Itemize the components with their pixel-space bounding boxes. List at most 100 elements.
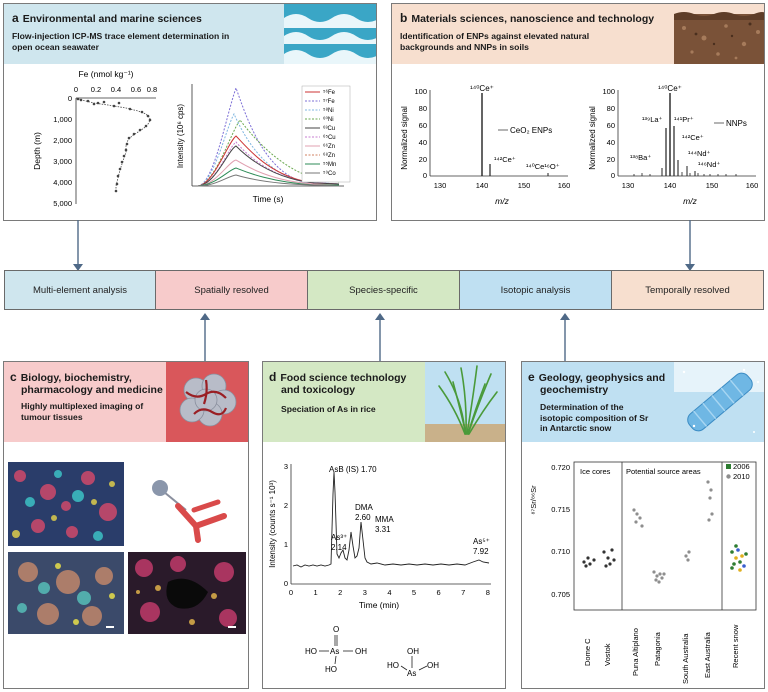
chrom-xtick: 3 <box>363 588 367 597</box>
label-ba138: ¹³⁸Ba⁺ <box>630 153 651 162</box>
category-east-australia: East Australia <box>703 631 712 678</box>
sr-ytick: 0.715 <box>551 505 570 514</box>
left-xtick: 140 <box>476 181 489 190</box>
profile-ytick: 3,000 <box>53 157 72 166</box>
multiplexed-image-2 <box>8 552 124 634</box>
legend-60ni: ⁶⁰Ni <box>323 116 334 123</box>
peak-label-mma-time: 3.31 <box>375 525 391 534</box>
cluster-vostok <box>602 548 616 568</box>
bar-species-specific: Species-specific <box>307 270 460 310</box>
cluster-patagonia <box>652 570 666 584</box>
legend-59co: ⁵⁹Co <box>323 170 336 177</box>
legend-57fe: ⁵⁷Fe <box>323 98 335 105</box>
left-ytick: 20 <box>419 155 427 164</box>
category-vostok: Vostok <box>603 643 612 666</box>
trace-56fe <box>197 135 340 187</box>
connector-arrows-bottom <box>200 313 570 362</box>
category-recent-snow: Recent snow <box>731 624 740 668</box>
left-ytick: 80 <box>419 104 427 113</box>
ceo2-enp-spectrum: Normalized signal 0 20 40 60 80 100 130 … <box>400 84 571 206</box>
trace-63cu <box>197 145 340 187</box>
mol1-ho-bottom: HO <box>325 665 337 674</box>
mol2-as: As <box>407 669 416 678</box>
mol1-oh: OH <box>355 647 367 656</box>
profile-xtick: 0.6 <box>131 85 141 94</box>
bar-temporally-resolved: Temporally resolved <box>611 270 764 310</box>
right-xtick: 160 <box>746 181 759 190</box>
section-ice-cores: Ice cores <box>580 467 611 476</box>
label-ce140: ¹⁴⁰Ce⁺ <box>658 84 682 93</box>
chrom-xtick: 8 <box>486 588 490 597</box>
right-ytick: 0 <box>611 171 615 180</box>
profile-xtick: 0.4 <box>111 85 121 94</box>
soil-icon <box>674 4 764 64</box>
category-south-australia: South Australia <box>681 633 690 684</box>
trace-55mn <box>197 167 339 187</box>
peak-label-dma-name: DMA <box>355 503 373 512</box>
ocean-wave-icon <box>284 4 376 64</box>
left-xtick: 160 <box>558 181 571 190</box>
left-xtick: 150 <box>518 181 531 190</box>
legend-68zn: ⁶⁸Zn <box>323 152 335 159</box>
peak-label-as5-name: As⁵⁺ <box>473 537 490 546</box>
label-nd144: ¹⁴⁴Nd⁺ <box>688 149 711 158</box>
chrom-xtick: 4 <box>387 588 391 597</box>
multiplexed-image-1 <box>8 462 124 546</box>
right-ytick: 60 <box>607 121 615 130</box>
legend-66zn: ⁶⁶Zn <box>323 143 335 150</box>
fe-profile-line <box>77 98 151 192</box>
chromatogram-trace <box>292 471 490 568</box>
as-speciation-chromatogram: Intensity (counts s⁻¹ 10³) 0 1 2 3 0 1 2… <box>268 462 491 610</box>
label-ce142: ¹⁴²Ce⁺ <box>494 155 516 164</box>
cluster-south-australia <box>684 550 691 562</box>
category-patagonia: Patagonia <box>653 631 662 666</box>
legend-65cu: ⁶⁵Cu <box>323 134 336 141</box>
panel-d-subtitle: Speciation of As in rice <box>281 404 376 414</box>
multiplexed-image-3 <box>128 552 246 634</box>
cluster-puna-altiplano <box>632 508 644 528</box>
panel-c-subtitle: Highly multiplexed imaging of tumour tis… <box>21 401 144 422</box>
label-ceo: ¹⁴⁰Ce¹⁶O⁺ <box>526 162 560 171</box>
chrom-ylabel: Intensity (counts s⁻¹ 10³) <box>268 480 277 568</box>
cluster-dome-c <box>582 556 596 568</box>
label-pr141: ¹⁴¹Pr⁺ <box>674 115 694 124</box>
profile-xtick: 0 <box>74 85 78 94</box>
cluster-east-australia <box>706 480 714 522</box>
chrom-xlabel: Time (min) <box>359 600 399 610</box>
mol2-oh-right: OH <box>427 661 439 670</box>
trace-legend <box>301 85 351 183</box>
sr-ytick: 0.705 <box>551 590 570 599</box>
label-nd146: ¹⁴⁶Nd⁺ <box>698 160 720 169</box>
spectrum-left-ylabel: Normalized signal <box>400 106 409 170</box>
legend-ceo2-enps: CeO₂ ENPs <box>510 126 552 135</box>
panel-a-subtitle: Flow-injection ICP-MS trace element dete… <box>12 31 230 52</box>
bar-spatially-resolved: Spatially resolved <box>155 270 308 310</box>
fe-depth-profile: Fe (nmol kg⁻¹) 0 0.2 0.4 0.6 0.8 0 1,000… <box>34 69 157 208</box>
sr-plot-frame <box>573 461 757 611</box>
chrom-xtick: 5 <box>412 588 416 597</box>
left-xtick: 130 <box>434 181 447 190</box>
right-ytick: 100 <box>602 87 615 96</box>
peak-label-as5-time: 7.92 <box>473 547 489 556</box>
legend-58ni: ⁵⁸Ni <box>323 107 334 114</box>
profile-ytick: 5,000 <box>53 199 72 208</box>
mol1-o: O <box>333 625 339 634</box>
legend-2010: 2010 <box>733 472 750 481</box>
right-xtick: 150 <box>706 181 719 190</box>
category-puna-altiplano: Puna Altiplano <box>631 628 640 676</box>
left-ytick: 40 <box>419 138 427 147</box>
panel-b-subtitle: Identification of ENPs against elevated … <box>400 31 590 52</box>
ice-core-icon <box>674 362 764 442</box>
peak-label-dma-time: 2.60 <box>355 513 371 522</box>
chrom-ytick: 1 <box>284 540 288 549</box>
mol1-ho: HO <box>305 647 317 656</box>
spectrum-right-ylabel: Normalized signal <box>588 106 597 170</box>
chrom-xtick: 0 <box>289 588 293 597</box>
arsenic-molecule-structures: O As HO OH HO OH HO As OH <box>305 625 439 678</box>
right-ytick: 20 <box>607 155 615 164</box>
